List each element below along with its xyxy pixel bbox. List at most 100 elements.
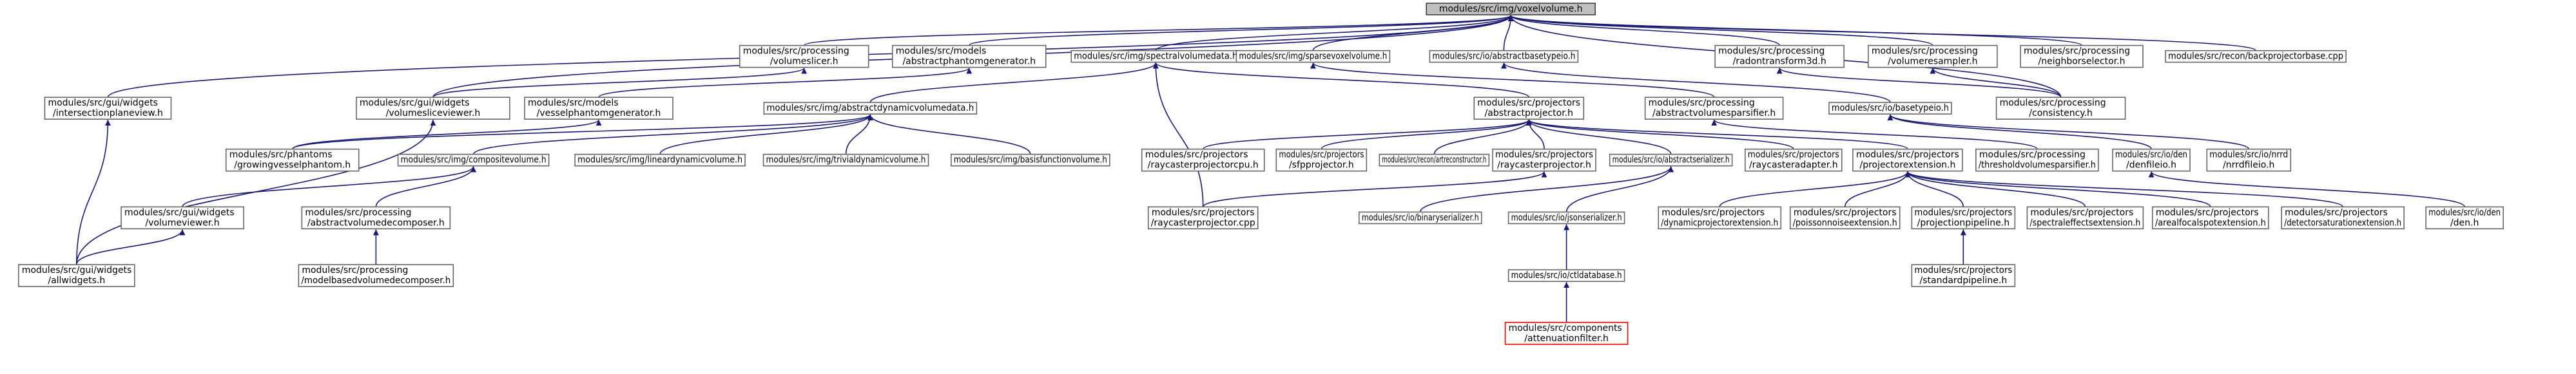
edge-abstractprojector-to-spectralvolumedata: [1152, 62, 1530, 98]
node-label-line: modules/src/projectors: [2030, 207, 2133, 218]
node-poissonnoiseextension[interactable]: modules/src/projectors/poissonnoiseexten…: [1789, 206, 1901, 230]
node-basisfunctionvolume[interactable]: modules/src/img/basisfunctionvolume.h: [951, 153, 1110, 167]
node-label-line: modules/src/gui/widgets: [360, 98, 470, 108]
node-radontransform3d[interactable]: modules/src/processing/radontransform3d.…: [1714, 44, 1845, 68]
node-label-line: modules/src/projectors: [1914, 265, 2012, 276]
node-label-line: modules/src/img/spectralvolumedata.h: [1074, 51, 1237, 62]
node-basetypeio[interactable]: modules/src/io/basetypeio.h: [1828, 102, 1952, 115]
node-standardpipeline[interactable]: modules/src/projectors/standardpipeline.…: [1911, 264, 2016, 287]
node-box: [1235, 50, 1391, 63]
node-voxelvolume: modules/src/img/voxelvolume.h: [1426, 3, 1596, 15]
node-raycasteradapter[interactable]: modules/src/projectors/raycasteradapter.…: [1744, 148, 1843, 172]
edge-consistency-to-radontransform3d: [1776, 67, 2062, 98]
node-projectionpipeline[interactable]: modules/src/projectors/projectionpipelin…: [1911, 206, 2016, 230]
node-volumeresampler[interactable]: modules/src/processing/volumeresampler.h: [1868, 44, 1998, 68]
node-label-line: /sfpprojector.h: [1289, 160, 1354, 171]
node-detectorsaturationextension[interactable]: modules/src/projectors/detectorsaturatio…: [2281, 206, 2405, 230]
node-label-line: modules/src/projectors: [1914, 207, 2012, 218]
node-label-line: /projectorextension.h: [1859, 160, 1955, 171]
node-label-line: modules/src/projectors: [1794, 207, 1897, 218]
node-abstractprojector[interactable]: modules/src/projectors/abstractprojector…: [1473, 97, 1585, 120]
node-backprojectorbase[interactable]: modules/src/recon/backprojectorbase.cpp: [2165, 50, 2347, 63]
node-label-line: modules/src/projectors: [1145, 150, 1248, 160]
node-label-line: modules/src/io/basetypeio.h: [1832, 103, 1949, 113]
node-raycasterprojector_cpp[interactable]: modules/src/projectors/raycasterprojecto…: [1147, 206, 1259, 230]
node-modelbasedvolumedecomposer[interactable]: modules/src/processing/modelbasedvolumed…: [298, 264, 454, 287]
node-label-line: /volumeresampler.h: [1888, 57, 1977, 67]
node-label-line: /consistency.h: [2029, 108, 2093, 118]
node-vesselphantomgenerator[interactable]: modules/src/models/vesselphantomgenerato…: [524, 97, 673, 120]
node-abstractvolumesparsifier[interactable]: modules/src/processing/abstractvolumespa…: [1644, 97, 1784, 120]
node-artreconstructor[interactable]: modules/src/recon/artreconstructor.h: [1379, 153, 1490, 167]
node-binaryserializer[interactable]: modules/src/io/binaryserializer.h: [1358, 211, 1482, 225]
node-lineardynamicvolume[interactable]: modules/src/img/lineardynamicvolume.h: [574, 153, 746, 167]
file-nodes: modules/src/img/voxelvolume.h modules/src…: [18, 3, 2504, 345]
node-volumeslicer[interactable]: modules/src/processing/volumeslicer.h: [739, 44, 869, 68]
edge-spectralvolumedata-to-voxelvolume: [1155, 15, 1514, 51]
node-label-line: /detectorsaturationextension.h: [2284, 218, 2401, 228]
node-abstractserializer[interactable]: modules/src/io/abstractserializer.h: [1609, 153, 1733, 167]
node-label-line: /dynamicprojectorextension.h: [1661, 218, 1778, 228]
node-label-line: modules/src/processing: [1718, 46, 1825, 57]
node-projectorextension[interactable]: modules/src/projectors/projectorextensio…: [1852, 148, 1963, 172]
node-box: [1744, 148, 1843, 172]
node-ctldatabase[interactable]: modules/src/io/ctldatabase.h: [1507, 269, 1625, 282]
node-denfileio[interactable]: modules/src/io/den/denfileio.h: [2112, 148, 2191, 172]
node-thresholdvolumesparsifier[interactable]: modules/src/processing/thresholdvolumesp…: [1975, 148, 2099, 172]
node-label-line: /modelbasedvolumedecomposer.h: [301, 276, 450, 286]
edge-basetypeio-to-abstractbasetypeio: [1501, 62, 1891, 103]
edge-compositevolume-to-abstractdynamicvolumedata: [472, 114, 873, 155]
edge-spectraleffectsextension-to-projectorextension: [1904, 171, 2086, 207]
node-label-line: modules/src/img/compositevolume.h: [401, 155, 547, 165]
node-jsonserializer[interactable]: modules/src/io/jsonserializer.h: [1507, 211, 1625, 225]
edge-volumesliceviewer-to-volumeslicer: [432, 67, 807, 98]
node-box: [1911, 264, 2016, 287]
edge-consistency-to-volumeresampler: [1930, 68, 2062, 98]
node-den[interactable]: modules/src/io/den/den.h: [2425, 206, 2504, 230]
node-label-line: modules/src/gui/widgets: [124, 207, 235, 218]
node-raycasterprojector_h[interactable]: modules/src/projectors/raycasterprojecto…: [1492, 148, 1596, 172]
node-allwidgets[interactable]: modules/src/gui/widgets/allwidgets.h: [18, 264, 135, 287]
node-growingvesselphantom[interactable]: modules/src/phantoms/growingvesselphanto…: [225, 148, 360, 172]
node-label-line: modules/src/io/den: [2115, 150, 2187, 160]
node-attenuationfilter[interactable]: modules/src/components/attenuationfilter…: [1504, 322, 1629, 345]
node-abstractbasetypeio[interactable]: modules/src/io/abstractbasetypeio.h: [1429, 50, 1579, 63]
node-label-line: /abstractvolumedecomposer.h: [307, 218, 445, 228]
node-label-line: /nrrdfileio.h: [2223, 160, 2274, 171]
node-box: [1141, 148, 1265, 172]
node-raycasterprojectorcpu[interactable]: modules/src/projectors/raycasterprojecto…: [1141, 148, 1265, 172]
node-nrrdfileio[interactable]: modules/src/io/nrrd/nrrdfileio.h: [2206, 148, 2292, 172]
node-abstractphantomgenerator[interactable]: modules/src/models/abstractphantomgenera…: [891, 44, 1047, 68]
node-label-line: modules/src/gui/widgets: [22, 265, 132, 276]
edge-detectorsaturationextension-to-projectorextension: [1904, 171, 2343, 208]
node-neighborselector[interactable]: modules/src/processing/neighborselector.…: [2020, 44, 2144, 68]
node-volumesliceviewer[interactable]: modules/src/gui/widgets/volumesliceviewe…: [356, 97, 510, 120]
node-label-line: /volumeviewer.h: [145, 218, 219, 228]
node-trivialdynamicvolume[interactable]: modules/src/img/trivialdynamicvolume.h: [762, 153, 929, 167]
node-abstractdynamicvolumedata[interactable]: modules/src/img/abstractdynamicvolumedat…: [763, 102, 978, 115]
node-spectraleffectsextension[interactable]: modules/src/projectors/spectraleffectsex…: [2026, 206, 2144, 230]
node-volumeviewer[interactable]: modules/src/gui/widgets/volumeviewer.h: [121, 206, 244, 230]
node-label-line: /denfileio.h: [2126, 160, 2176, 171]
node-abstractvolumedecomposer[interactable]: modules/src/processing/abstractvolumedec…: [301, 206, 451, 230]
node-label-line: modules/src/gui/widgets: [48, 98, 158, 108]
node-box: [1358, 211, 1482, 225]
node-box: [1995, 97, 2126, 120]
edge-volumeviewer-to-compositevolume: [182, 166, 476, 207]
node-spectralvolumedata[interactable]: modules/src/img/spectralvolumedata.h: [1070, 50, 1241, 63]
edge-jsonserializer-to-abstractserializer: [1565, 166, 1674, 212]
edge-denfileio-to-basetypeio: [1887, 114, 2152, 150]
node-label-line: modules/src/io/abstractbasetypeio.h: [1432, 51, 1575, 62]
node-dynamicprojectorextension[interactable]: modules/src/projectors/dynamicprojectore…: [1658, 206, 1782, 230]
edge-abstractdynamicvolumedata-to-spectralvolumedata: [869, 62, 1159, 103]
node-label-line: modules/src/projectors: [1748, 150, 1839, 160]
node-sfpprojector[interactable]: modules/src/projectors/sfpprojector.h: [1275, 148, 1368, 172]
node-label-line: modules/src/processing: [305, 207, 411, 218]
node-arealfocalspotextension[interactable]: modules/src/projectors/arealfocalspotext…: [2152, 206, 2269, 230]
node-consistency[interactable]: modules/src/processing/consistency.h: [1995, 97, 2126, 120]
node-intersectionplaneview[interactable]: modules/src/gui/widgets/intersectionplan…: [44, 97, 172, 120]
node-label-line: /radontransform3d.h: [1733, 57, 1826, 67]
node-compositevolume[interactable]: modules/src/img/compositevolume.h: [397, 153, 550, 167]
node-sparsevoxelvolume[interactable]: modules/src/img/sparsevoxelvolume.h: [1235, 50, 1391, 63]
